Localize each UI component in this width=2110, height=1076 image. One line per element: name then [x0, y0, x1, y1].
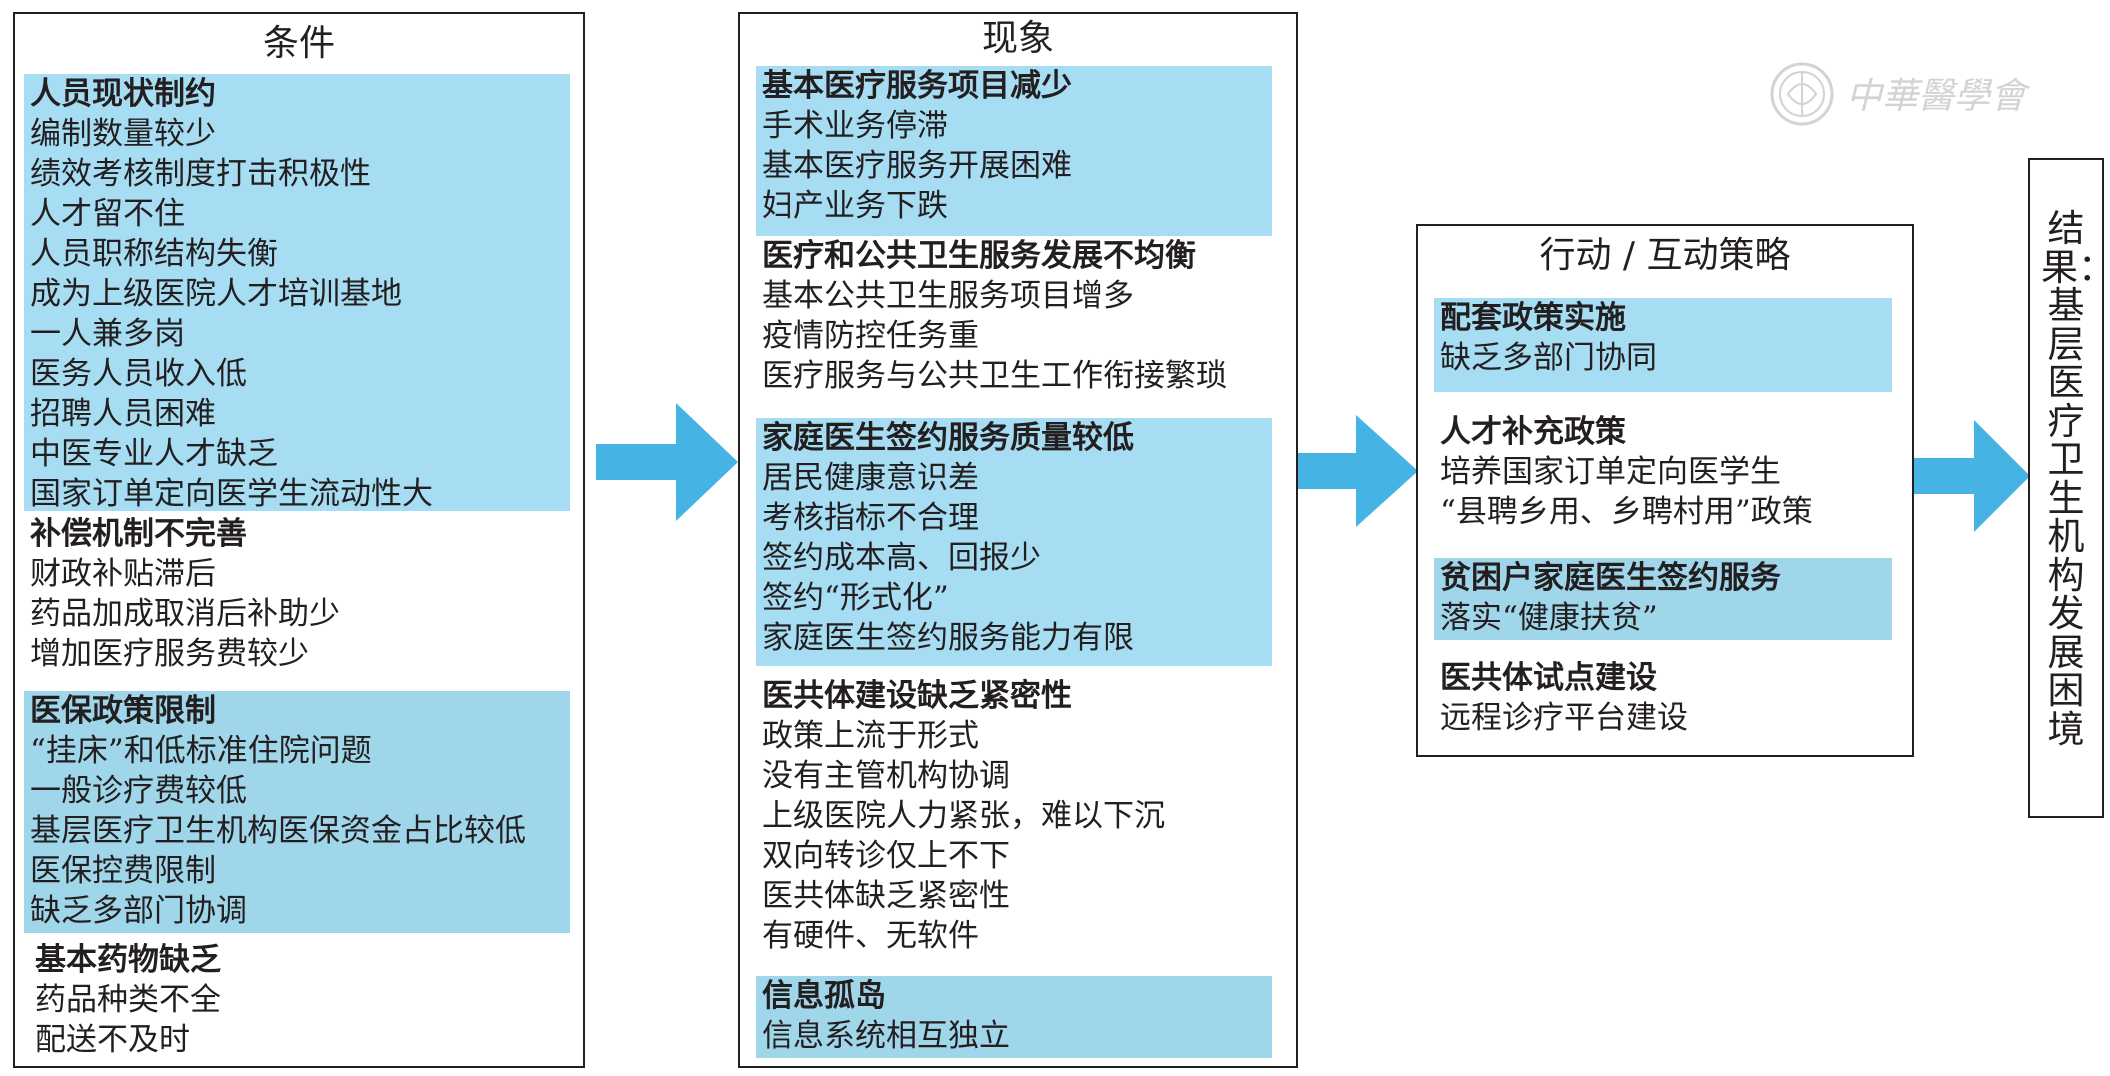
group-item: 培养国家订单定向医学生	[1440, 454, 1781, 490]
group-information-island: 信息孤岛 信息系统相互独立	[756, 976, 1272, 1058]
group-service-imbalance: 医疗和公共卫生服务发展不均衡 基本公共卫生服务项目增多 疫情防控任务重 医疗服务…	[756, 236, 1286, 408]
group-item: 家庭医生签约服务能力有限	[762, 620, 1134, 656]
group-item: 招聘人员困难	[30, 396, 216, 432]
group-staffing-constraints: 人员现状制约 编制数量较少 绩效考核制度打击积极性 人才留不住 人员职称结构失衡…	[24, 74, 570, 512]
group-item: 医疗服务与公共卫生工作衔接繁琐	[762, 358, 1227, 394]
group-item: 没有主管机构协调	[762, 758, 1010, 794]
group-item: 医共体缺乏紧密性	[762, 878, 1010, 914]
group-item: 成为上级医院人才培训基地	[30, 276, 402, 312]
group-item: 缺乏多部门协同	[1440, 340, 1657, 376]
conditions-title: 条件	[262, 23, 335, 64]
group-heading: 医共体建设缺乏紧密性	[762, 678, 1072, 714]
group-item: 人才留不住	[30, 196, 185, 232]
group-item: 缺乏多部门协调	[30, 893, 247, 929]
group-item: 医务人员收入低	[30, 356, 247, 392]
group-item: “县聘乡用、乡聘村用”政策	[1440, 494, 1813, 530]
group-item: 一人兼多岗	[30, 316, 185, 352]
group-heading: 基本药物缺乏	[35, 942, 221, 978]
group-item: 配送不及时	[35, 1022, 190, 1058]
group-item: 疫情防控任务重	[762, 318, 979, 354]
group-item: 绩效考核制度打击积极性	[30, 156, 371, 192]
group-item: 签约“形式化”	[762, 580, 949, 616]
flow-arrow-icon	[1298, 415, 1418, 527]
group-heading: 补偿机制不完善	[30, 516, 247, 552]
group-heading: 人才补充政策	[1440, 414, 1626, 450]
group-heading: 配套政策实施	[1440, 300, 1626, 336]
group-item: 考核指标不合理	[762, 500, 979, 536]
group-talent-policy: 人才补充政策 培养国家订单定向医学生 “县聘乡用、乡聘村用”政策	[1434, 412, 1904, 538]
group-item: 妇产业务下跌	[762, 188, 948, 224]
group-item: 药品加成取消后补助少	[30, 596, 340, 632]
group-item: 信息系统相互独立	[762, 1018, 1010, 1054]
group-item: 手术业务停滞	[762, 108, 948, 144]
result-box: 结果：基层医疗卫生机构发展困境	[2028, 158, 2110, 818]
strategies-title: 行动 / 互动策略	[1539, 235, 1791, 276]
group-item: “挂床”和低标准住院问题	[30, 733, 372, 769]
conditions-panel: 条件 人员现状制约 编制数量较少 绩效考核制度打击积极性 人才留不住 人员职称结…	[13, 12, 585, 1068]
group-heading: 家庭医生签约服务质量较低	[762, 420, 1134, 456]
group-pilot-construction: 医共体试点建设 远程诊疗平台建设	[1434, 658, 1904, 744]
group-item: 增加医疗服务费较少	[30, 636, 309, 672]
group-essential-drugs: 基本药物缺乏 药品种类不全 配送不及时	[29, 940, 569, 1062]
group-heading: 医保政策限制	[30, 693, 216, 729]
phenomena-title: 现象	[981, 18, 1054, 59]
group-heading: 医共体试点建设	[1440, 660, 1657, 696]
group-heading: 贫困户家庭医生签约服务	[1440, 560, 1781, 596]
group-item: 基本公共卫生服务项目增多	[762, 278, 1134, 314]
result-text: 结果：基层医疗卫生机构发展困境	[2041, 207, 2110, 751]
group-item: 远程诊疗平台建设	[1440, 700, 1688, 736]
group-item: 药品种类不全	[35, 982, 221, 1018]
group-item: 落实“健康扶贫”	[1440, 600, 1658, 636]
group-heading: 基本医疗服务项目减少	[762, 68, 1072, 104]
group-poverty-family-doctor: 贫困户家庭医生签约服务 落实“健康扶贫”	[1434, 558, 1892, 640]
flow-arrow-icon	[1914, 420, 2030, 532]
group-heading: 信息孤岛	[762, 978, 886, 1014]
group-insurance-policy: 医保政策限制 “挂床”和低标准住院问题 一般诊疗费较低 基层医疗卫生机构医保资金…	[24, 691, 570, 933]
watermark-logo-icon: 中華醫學會	[1770, 62, 2031, 126]
group-item: 医保控费限制	[30, 853, 216, 889]
group-item: 财政补贴滞后	[30, 556, 216, 592]
group-item: 中医专业人才缺乏	[30, 436, 278, 472]
strategies-panel: 行动 / 互动策略 配套政策实施 缺乏多部门协同 人才补充政策 培养国家订单定向…	[1416, 224, 1914, 757]
group-item: 有硬件、无软件	[762, 918, 979, 954]
group-item: 居民健康意识差	[762, 460, 979, 496]
group-medical-community: 医共体建设缺乏紧密性 政策上流于形式 没有主管机构协调 上级医院人力紧张，难以下…	[756, 676, 1286, 960]
group-family-doctor-quality: 家庭医生签约服务质量较低 居民健康意识差 考核指标不合理 签约成本高、回报少 签…	[756, 418, 1272, 666]
group-item: 编制数量较少	[30, 116, 216, 152]
phenomena-panel: 现象 基本医疗服务项目减少 手术业务停滞 基本医疗服务开展困难 妇产业务下跌 医…	[738, 12, 1298, 1068]
group-item: 一般诊疗费较低	[30, 773, 247, 809]
group-item: 基本医疗服务开展困难	[762, 148, 1072, 184]
group-item: 上级医院人力紧张，难以下沉	[762, 798, 1165, 834]
flow-arrow-icon	[596, 403, 738, 521]
group-compensation-mechanism: 补偿机制不完善 财政补贴滞后 药品加成取消后补助少 增加医疗服务费较少	[24, 514, 570, 684]
group-item: 签约成本高、回报少	[762, 540, 1041, 576]
group-item: 国家订单定向医学生流动性大	[30, 476, 433, 512]
group-basic-services-decline: 基本医疗服务项目减少 手术业务停滞 基本医疗服务开展困难 妇产业务下跌	[756, 66, 1272, 236]
group-supporting-policy: 配套政策实施 缺乏多部门协同	[1434, 298, 1892, 392]
watermark-text: 中華醫學會	[1846, 76, 2031, 117]
group-item: 双向转诊仅上不下	[762, 838, 1010, 874]
group-item: 人员职称结构失衡	[30, 236, 278, 272]
group-heading: 医疗和公共卫生服务发展不均衡	[762, 238, 1196, 274]
group-item: 基层医疗卫生机构医保资金占比较低	[30, 813, 526, 849]
group-heading: 人员现状制约	[30, 76, 216, 112]
group-item: 政策上流于形式	[762, 718, 979, 754]
